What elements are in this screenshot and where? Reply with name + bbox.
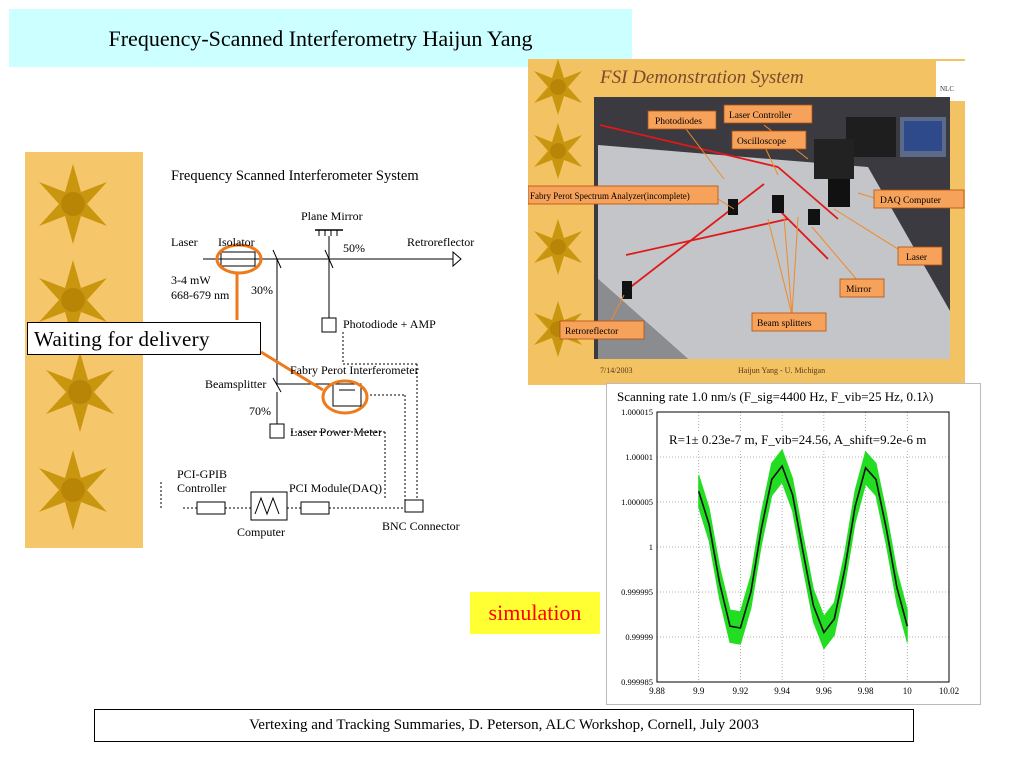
x-tick-label: 9.9: [693, 686, 705, 696]
power-label: 3-4 mW: [171, 273, 211, 287]
fabry-perot-analyzer-label: Fabry Perot Spectrum Analyzer(incomplete…: [530, 191, 690, 201]
computer-label: Computer: [237, 525, 285, 539]
y-tick-label: 0.999985: [621, 677, 653, 687]
photo-laser-label: Laser: [906, 253, 928, 263]
x-tick-label: 9.92: [733, 686, 749, 696]
split-50-label: 50%: [343, 241, 365, 255]
chart-annotation: R=1± 0.23e-7 m, F_vib=24.56, A_shift=9.2…: [669, 432, 926, 447]
schematic-title: Frequency Scanned Interferometer System: [171, 168, 419, 184]
x-tick-label: 9.98: [858, 686, 874, 696]
fsi-demo-photo-panel: FSI Demonstration System NLC: [527, 59, 965, 385]
pci-gpib-controller-label: Controller: [177, 481, 226, 495]
fsi-demo-photo: FSI Demonstration System NLC: [527, 59, 965, 375]
laser-controller-label: Laser Controller: [729, 111, 792, 121]
simulation-plot-panel: Scanning rate 1.0 nm/s (F_sig=4400 Hz, F…: [606, 383, 981, 705]
nlc-logo-text: NLC: [940, 85, 954, 93]
x-tick-label: 9.94: [774, 686, 790, 696]
photo-date: 7/14/2003: [600, 366, 632, 375]
sun-ornament-icon: [534, 123, 582, 179]
footer-citation: Vertexing and Tracking Summaries, D. Pet…: [249, 717, 759, 733]
waiting-for-delivery-label: Waiting for delivery: [34, 327, 210, 351]
fsi-schematic: Frequency Scanned Interferometer System: [25, 152, 474, 548]
plane-mirror-label: Plane Mirror: [301, 209, 363, 223]
footer-box: Vertexing and Tracking Summaries, D. Pet…: [94, 709, 914, 742]
oscilloscope-label: Oscilloscope: [737, 137, 786, 147]
y-tick-label: 1.000015: [621, 407, 653, 417]
waiting-for-delivery-box: Waiting for delivery: [27, 322, 261, 355]
beamsplitter-label: Beamsplitter: [205, 377, 266, 391]
pci-gpib-label: PCI-GPIB: [177, 467, 227, 481]
y-tick-label: 0.99999: [625, 632, 653, 642]
mirror-label: Mirror: [846, 285, 872, 295]
fit-curve-series: [697, 464, 909, 635]
simulation-plot: Scanning rate 1.0 nm/s (F_sig=4400 Hz, F…: [617, 389, 959, 696]
wavelength-label: 668-679 nm: [171, 288, 230, 302]
slide-title-box: Frequency-Scanned Interferometry Haijun …: [9, 9, 632, 67]
y-tick-label: 0.999995: [621, 587, 653, 597]
isolator-highlight: [215, 243, 263, 275]
isolator-label: Isolator: [218, 235, 255, 249]
simulation-label-box: simulation: [470, 592, 600, 634]
laser-label: Laser: [171, 235, 198, 249]
y-tick-label: 1.00001: [625, 452, 653, 462]
simulation-label: simulation: [488, 600, 582, 625]
y-tick-label: 1: [649, 542, 653, 552]
y-tick-label: 1.000005: [621, 497, 653, 507]
x-tick-label: 10.02: [939, 686, 959, 696]
sun-ornament-icon: [534, 219, 582, 275]
nlc-logo: [936, 61, 965, 101]
photodiode-amp-label: Photodiode + AMP: [343, 317, 436, 331]
laser-power-meter-label: Laser Power Meter: [290, 425, 382, 439]
photo-retroreflector-label: Retroreflector: [565, 326, 619, 337]
photo-title: FSI Demonstration System: [599, 67, 804, 88]
chart-annotation-bg: [665, 431, 947, 449]
photodiodes-label: Photodiodes: [655, 117, 702, 127]
sun-ornament-icon: [534, 59, 582, 115]
fabry-perot-label: Fabry Perot Interferometer: [290, 363, 419, 377]
pci-module-label: PCI Module(DAQ): [289, 481, 382, 495]
x-tick-label: 10: [903, 686, 913, 696]
split-30-label: 30%: [251, 283, 273, 297]
fabry-perot-highlight: [321, 379, 369, 415]
retroreflector-label: Retroreflector: [407, 235, 474, 249]
x-tick-label: 9.88: [649, 686, 665, 696]
bnc-connector-label: BNC Connector: [382, 519, 460, 533]
slide-title: Frequency-Scanned Interferometry Haijun …: [108, 26, 533, 51]
beam-splitters-label: Beam splitters: [757, 319, 812, 329]
photo-credit: Haijun Yang - U. Michigan: [738, 366, 825, 375]
chart-title: Scanning rate 1.0 nm/s (F_sig=4400 Hz, F…: [617, 389, 933, 404]
plot-frame: [656, 411, 950, 683]
split-70-label: 70%: [249, 404, 271, 418]
x-tick-label: 9.96: [816, 686, 832, 696]
daq-computer-label: DAQ Computer: [880, 196, 942, 206]
